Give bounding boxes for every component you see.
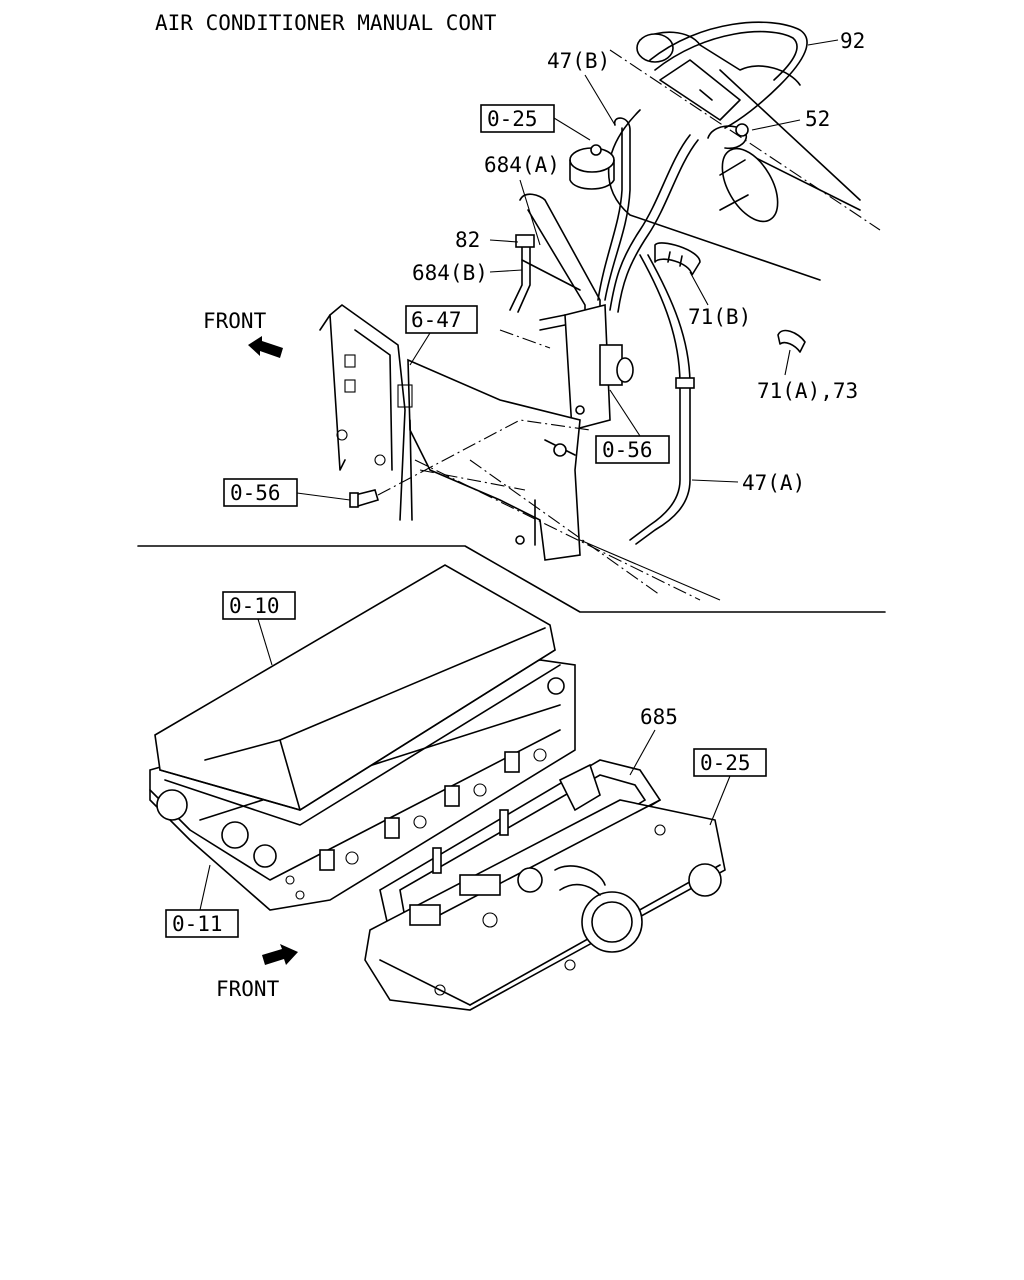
stud-2 [432, 847, 442, 874]
solenoid-valve [539, 303, 634, 432]
svg-text:0-11: 0-11 [172, 912, 223, 936]
lower-assembly: FRONT 0-10 0-25 0-11 685 [149, 564, 767, 1011]
svg-text:0-25: 0-25 [487, 107, 538, 131]
front-label-lower: FRONT [216, 977, 280, 1001]
svg-text:0-25: 0-25 [700, 751, 751, 775]
callout-71b: 71(B) [688, 305, 751, 329]
clip-71a [777, 329, 806, 353]
bracket-6-47 [407, 358, 581, 561]
intake-manifold [364, 799, 726, 1011]
svg-text:0-10: 0-10 [229, 594, 280, 618]
front-label-upper: FRONT [203, 309, 267, 333]
front-arrow-upper [248, 336, 283, 358]
canister [569, 144, 615, 190]
callout-52: 52 [805, 107, 830, 131]
head-cover [154, 564, 561, 826]
section-divider [137, 545, 886, 613]
engine-frame [319, 304, 413, 521]
ref-box-0-10: 0-10 [222, 591, 296, 620]
ref-box-0-25-lower: 0-25 [693, 748, 767, 777]
callout-82: 82 [455, 228, 480, 252]
hose-47b [604, 117, 631, 301]
svg-text:0-56: 0-56 [230, 481, 281, 505]
callout-685: 685 [640, 705, 678, 729]
ref-box-0-56-left: 0-56 [223, 478, 298, 507]
svg-text:6-47: 6-47 [411, 308, 462, 332]
callout-92: 92 [840, 29, 865, 53]
bolt [349, 489, 379, 508]
diagram-title: AIR CONDITIONER MANUAL CONT [155, 11, 497, 35]
stud [499, 809, 509, 836]
callout-47a: 47(A) [742, 471, 805, 495]
callout-71a-73: 71(A),73 [757, 379, 858, 403]
ref-box-0-25-upper: 0-25 [480, 104, 555, 133]
clip-71b [654, 242, 701, 276]
joint-82 [515, 234, 535, 248]
hose-92 [649, 21, 808, 129]
upper-assembly: FRONT 0-25 6-47 0-56 0-56 92 47(B) 52 6 [203, 21, 881, 601]
ref-box-0-11: 0-11 [165, 909, 239, 938]
ref-box-6-47: 6-47 [405, 305, 478, 334]
clamp-52 [707, 123, 749, 150]
svg-text:0-56: 0-56 [602, 438, 653, 462]
front-arrow-lower [262, 944, 298, 965]
callout-47b: 47(B) [547, 49, 610, 73]
exhaust-pipe [607, 31, 881, 281]
cylinder-head [149, 659, 576, 911]
hose-47a [629, 254, 681, 541]
ref-box-0-56-right: 0-56 [595, 435, 670, 464]
callout-684b: 684(B) [412, 261, 488, 285]
callout-684a: 684(A) [484, 153, 560, 177]
